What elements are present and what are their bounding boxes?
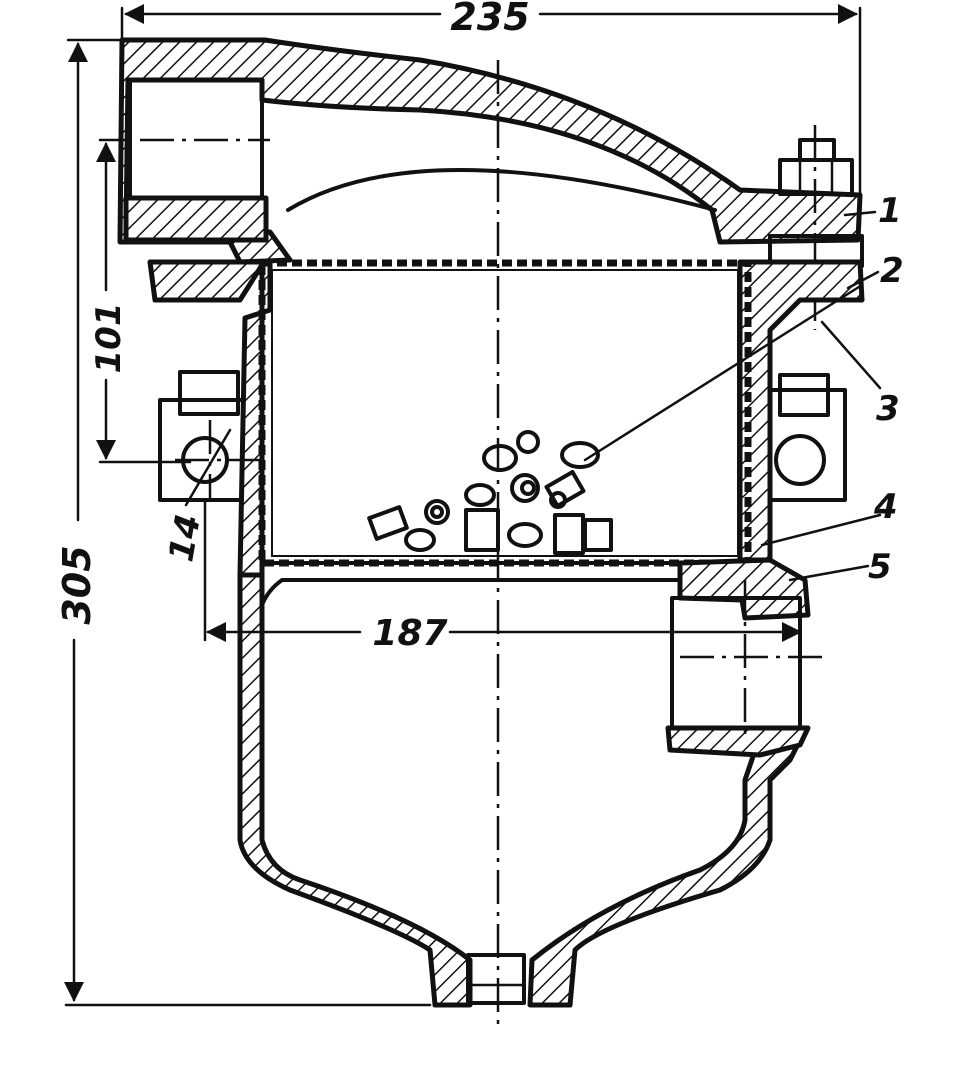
dim-inner-width-label: 187 [372, 613, 447, 654]
part-label-2: 2 [880, 251, 904, 291]
part-label-5: 5 [868, 547, 892, 587]
part-label-4: 4 [873, 487, 898, 527]
bottom-plug-icon [466, 953, 526, 1005]
dim-screen-height-label: 101 [89, 303, 129, 374]
debris-particles [367, 430, 613, 555]
strainer-basket [258, 259, 752, 567]
dim-screen-height: 101 [89, 138, 192, 464]
part-label-1: 1 [878, 191, 902, 231]
body-housing [147, 259, 865, 1008]
dim-inner-width: 187 [203, 498, 802, 654]
part-label-3: 3 [876, 389, 900, 429]
dim-top-width-label: 235 [450, 0, 529, 39]
dim-total-height: 305 [55, 38, 432, 1007]
dim-total-height-label: 305 [55, 545, 99, 624]
part-label-14: 14 [161, 511, 209, 565]
top-cover [117, 37, 863, 265]
dim-top-width: 235 [120, 0, 862, 197]
basket-seat [260, 557, 830, 758]
drain-plug-right-icon [774, 434, 826, 486]
part-callouts: 1 2 3 4 5 14 [161, 191, 903, 587]
